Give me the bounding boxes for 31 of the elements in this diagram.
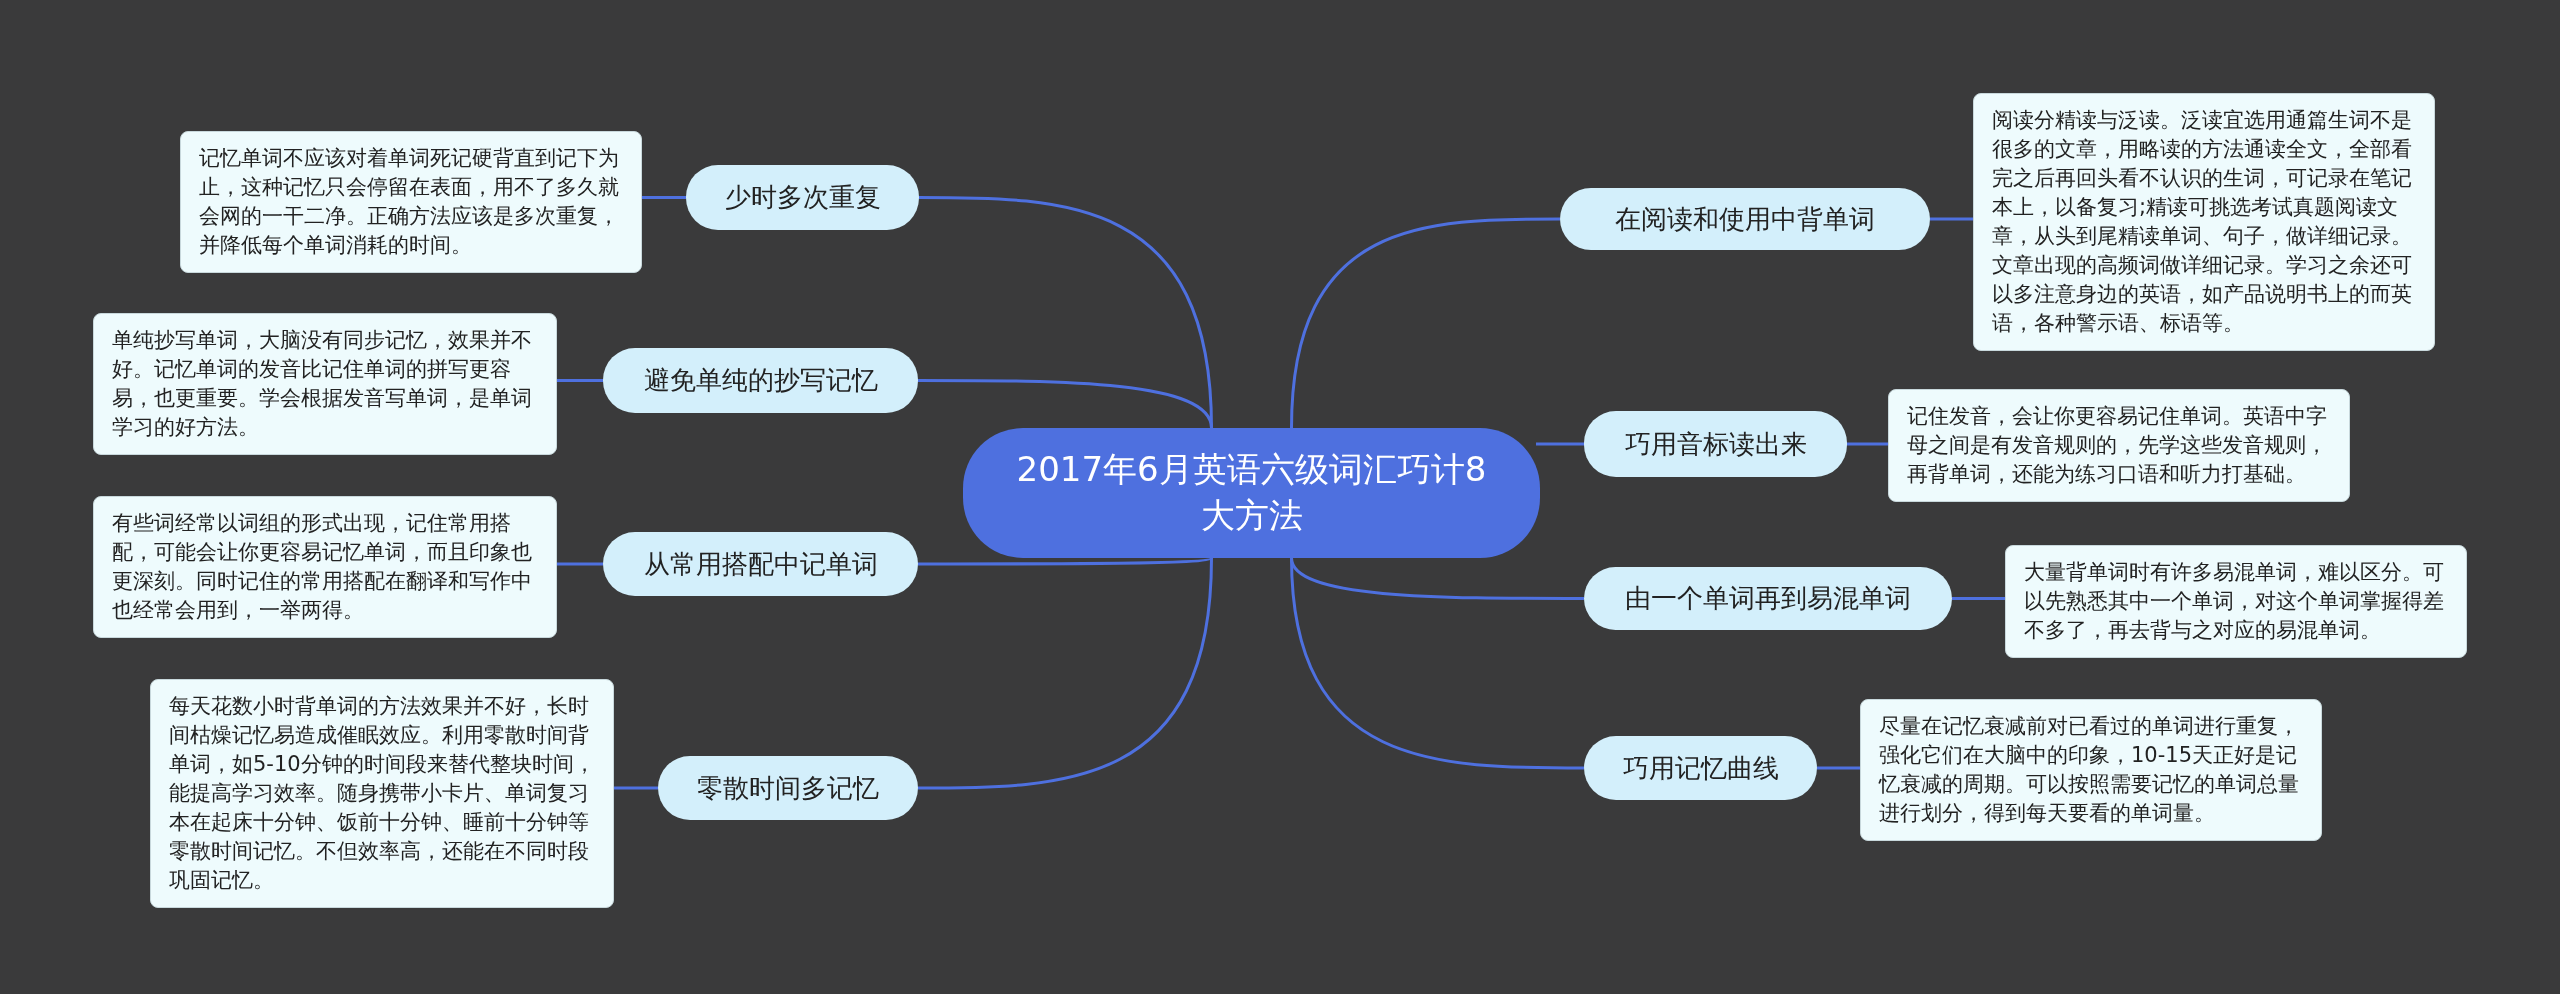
connector-line — [642, 196, 686, 199]
connector-line — [557, 562, 603, 566]
connector-line — [1847, 442, 1888, 446]
connector-line — [614, 786, 658, 790]
note-card: 单纯抄写单词，大脑没有同步记忆，效果并不好。记忆单词的发音比记住单词的拼写更容易，也更重要。学会根据发音写单词，是单词学习的好方法。 — [93, 313, 557, 455]
branch-topic-node: 由一个单词再到易混单词 — [1584, 567, 1952, 630]
connector-line — [1290, 557, 1584, 770]
connector-line — [1290, 217, 1560, 429]
note-card: 每天花数小时背单词的方法效果并不好，长时间枯燥记忆易造成催眠效应。利用零散时间背单词，如5-10分钟的时间段来替代整块时间，能提高学习效率。随身携带小卡片、单词复习本在起床十分钟、饭前十分钟、睡前十分钟等零散时间记忆。不但效率高，还能在不同时段巩固记忆。 — [150, 679, 614, 908]
connector-line — [918, 557, 1213, 790]
branch-topic-node: 巧用音标读出来 — [1584, 411, 1847, 477]
branch-topic-node: 零散时间多记忆 — [658, 756, 918, 820]
note-card: 尽量在记忆衰减前对已看过的单词进行重复，强化它们在大脑中的印象，10-15天正好是记忆衰减的周期。可以按照需要记忆的单词总量进行划分，得到每天要看的单词量。 — [1860, 699, 2322, 841]
branch-topic-node: 在阅读和使用中背单词 — [1560, 188, 1930, 250]
central-topic-node: 2017年6月英语六级词汇巧计8大方法 — [963, 428, 1540, 558]
connector-line — [1536, 442, 1584, 446]
note-card: 记住发音，会让你更容易记住单词。英语中字母之间是有发音规则的，先学这些发音规则，再背单词，还能为练习口语和听力打基础。 — [1888, 389, 2350, 502]
branch-topic-node: 从常用搭配中记单词 — [603, 532, 918, 596]
note-card: 有些词经常以词组的形式出现，记住常用搭配，可能会让你更容易记忆单词，而且印象也更深刻。同时记住的常用搭配在翻译和写作中也经常会用到，一举两得。 — [93, 496, 557, 638]
note-card: 阅读分精读与泛读。泛读宜选用通篇生词不是很多的文章，用略读的方法通读全文，全部看完之后再回头看不认识的生词，可记录在笔记本上，以备复习;精读可挑选考试真题阅读文章，从头到尾精读单词、句子，做详细记录。文章出现的高频词做详细记录。学习之余还可以多注意身边的英语，如产品说明书上的而英语，各种警示语、标语等。 — [1973, 93, 2435, 351]
branch-topic-node: 避免单纯的抄写记忆 — [603, 348, 918, 413]
connector-line — [557, 379, 603, 382]
note-card: 大量背单词时有许多易混单词，难以区分。可以先熟悉其中一个单词，对这个单词掌握得差不多了，再去背与之对应的易混单词。 — [2005, 545, 2467, 658]
connector-line — [1952, 597, 2005, 600]
connector-line — [918, 556, 1213, 566]
branch-topic-node: 少时多次重复 — [686, 165, 919, 230]
connector-line — [918, 379, 1213, 429]
connector-line — [1930, 217, 1973, 221]
connector-line — [1817, 766, 1860, 770]
branch-topic-node: 巧用记忆曲线 — [1584, 736, 1817, 800]
note-card: 记忆单词不应该对着单词死记硬背直到记下为止，这种记忆只会停留在表面，用不了多久就会网的一干二净。正确方法应该是多次重复，并降低每个单词消耗的时间。 — [180, 131, 642, 273]
